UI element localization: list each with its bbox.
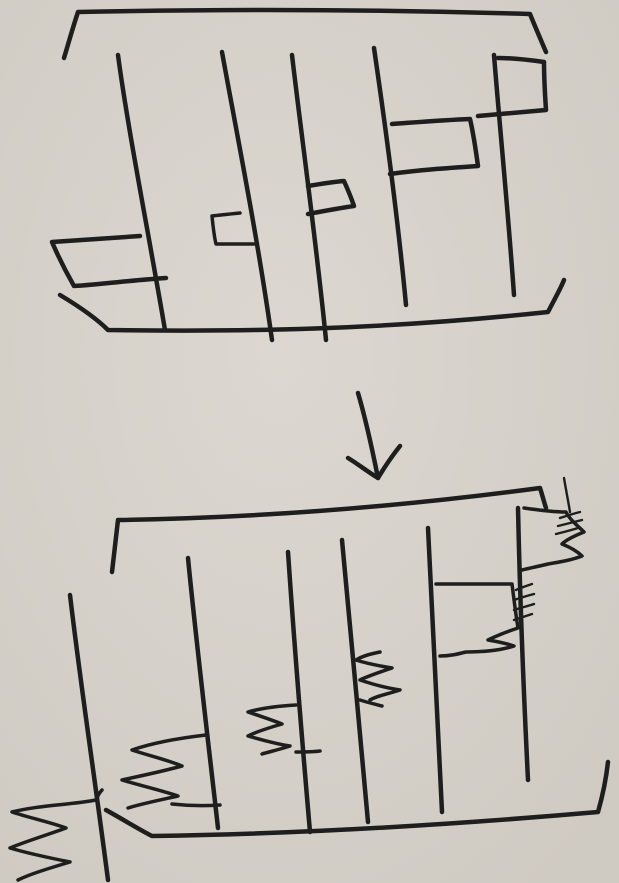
top-panel-box-3 xyxy=(305,178,357,217)
top-panel-upper-bracket xyxy=(61,7,549,61)
top-panel-box-5 xyxy=(475,55,549,119)
top-panel-box-4 xyxy=(387,116,481,177)
top-panel-line-2 xyxy=(219,49,275,343)
bottom-panel-squiggle-2 xyxy=(120,733,222,810)
bottom-panel-upper-bracket xyxy=(109,485,549,575)
bottom-panel-line-5 xyxy=(425,525,445,815)
bottom-panel-hatch-mid xyxy=(512,582,536,622)
top-panel-box-2 xyxy=(210,211,256,246)
bottom-panel-squiggle-6 xyxy=(520,506,586,572)
bottom-panel-line-2 xyxy=(185,555,221,831)
bottom-panel-hatch-upper xyxy=(554,476,584,536)
top-panel-line-3 xyxy=(289,52,329,343)
bottom-panel-line-4 xyxy=(339,537,371,825)
bottom-panel-line-3 xyxy=(285,549,313,835)
bottom-panel-lower-bracket xyxy=(103,759,611,839)
bottom-panel-squiggle-1 xyxy=(8,788,104,882)
bottom-panel-squiggle-3 xyxy=(246,703,322,756)
bottom-panel-line-1 xyxy=(67,592,111,883)
bottom-panel xyxy=(8,476,611,883)
bottom-panel-line-6 xyxy=(515,505,531,783)
top-panel-lower-bracket xyxy=(57,277,567,333)
top-panel-line-1 xyxy=(115,52,168,333)
bottom-panel-squiggle-4 xyxy=(354,650,402,708)
top-panel xyxy=(49,7,567,343)
bottom-panel-squiggle-5 xyxy=(434,582,520,658)
down-arrow-icon xyxy=(345,390,403,481)
top-panel-box-1 xyxy=(49,233,169,289)
top-panel-line-5 xyxy=(491,52,517,298)
